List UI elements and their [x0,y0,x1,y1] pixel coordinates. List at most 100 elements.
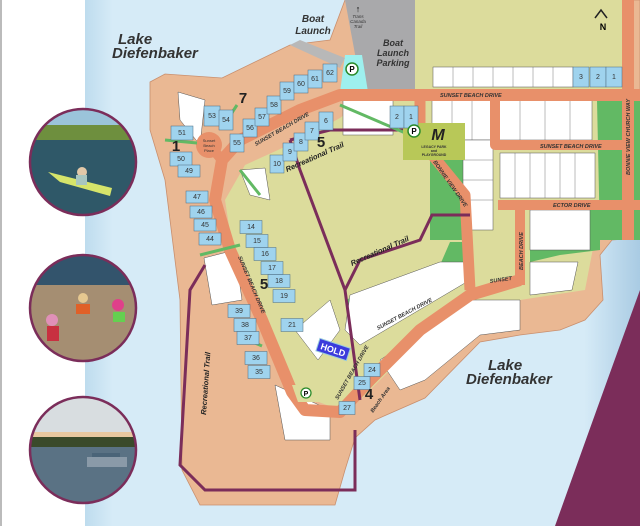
lot-44[interactable]: 44 [198,232,222,246]
lot-parcel[interactable] [307,69,323,89]
lot-parcel[interactable] [185,190,209,204]
lot-number: 49 [185,168,193,175]
lot-parcel[interactable] [236,331,260,345]
left-border [0,0,2,526]
lot-number: 3 [579,74,583,81]
lot-parcel[interactable] [242,118,258,138]
lot-8[interactable]: 8 [293,132,309,152]
lot-21[interactable]: 21 [280,318,304,332]
lot-35[interactable]: 35 [247,365,271,379]
lot-9[interactable]: 9 [282,142,298,162]
lot-59[interactable]: 59 [279,81,295,101]
lot-number: 61 [311,76,319,83]
lot-25[interactable]: 25 [353,376,371,390]
lot-parcel[interactable] [244,351,268,365]
lot-46[interactable]: 46 [189,205,213,219]
phase-number: 7 [239,90,247,107]
lot-parcel[interactable] [267,274,291,288]
lot-lines [451,67,576,201]
lot-15[interactable]: 15 [245,234,269,248]
lot-parcel[interactable] [254,107,270,127]
lot-39[interactable]: 39 [227,304,251,318]
lot-57[interactable]: 57 [254,107,270,127]
lot-number: 18 [275,278,283,285]
lot-number: 44 [206,236,214,243]
lot-2[interactable]: 2 [589,66,607,88]
lot-number: 60 [297,81,305,88]
lot-61[interactable]: 61 [307,69,323,89]
lot-parcel[interactable] [318,111,334,131]
lot-parcel[interactable] [227,304,251,318]
lot-19[interactable]: 19 [272,289,296,303]
lot-number: 54 [222,117,230,124]
lot-16[interactable]: 16 [253,247,277,261]
lot-6[interactable]: 6 [318,111,334,131]
lot-parcel[interactable] [193,218,217,232]
lot-parcel[interactable] [280,318,304,332]
lot-number: 14 [247,224,255,231]
lot-parcel[interactable] [229,133,245,153]
lot-number: 10 [273,161,281,168]
lot-49[interactable]: 49 [177,164,201,178]
lot-54[interactable]: 54 [218,109,234,131]
lot-number: 8 [299,139,303,146]
lot-number: 25 [358,380,366,387]
lot-7[interactable]: 7 [304,121,320,141]
parking-icon: P [292,385,322,402]
lot-10[interactable]: 10 [269,154,285,174]
boat-launch-ramp [290,40,345,68]
lot-parcel[interactable] [293,132,309,152]
lot-3[interactable]: 3 [572,66,590,88]
lot-parcel[interactable] [266,95,282,115]
lot-parcel[interactable] [177,164,201,178]
lot-1[interactable]: 1 [605,66,623,88]
lot-parcel[interactable] [170,125,194,141]
lot-45[interactable]: 45 [193,218,217,232]
lot-parcel[interactable] [338,401,356,415]
lot-parcel[interactable] [605,66,623,88]
lot-55[interactable]: 55 [229,133,245,153]
lot-parcel[interactable] [353,376,371,390]
lot-number: 55 [233,140,241,147]
lot-parcel[interactable] [218,109,234,131]
lot-58[interactable]: 58 [266,95,282,115]
lot-36[interactable]: 36 [244,351,268,365]
kids-on-beach-photo [28,253,138,363]
lot-number: 50 [177,156,185,163]
lot-parcel[interactable] [282,142,298,162]
lot-parcel[interactable] [572,66,590,88]
lot-number: 27 [343,405,351,412]
lot-62[interactable]: 62 [322,63,338,83]
lot-24[interactable]: 24 [363,363,381,377]
lot-37[interactable]: 37 [236,331,260,345]
lot-parcel[interactable] [253,247,277,261]
lot-56[interactable]: 56 [242,118,258,138]
lot-38[interactable]: 38 [233,318,257,332]
lot-parcel[interactable] [363,363,381,377]
lot-number: 46 [197,209,205,216]
ector-drive-label: ECTOR DRIVE [553,203,591,209]
lot-parcel[interactable] [247,365,271,379]
lot-parcel[interactable] [198,232,222,246]
lot-14[interactable]: 14 [239,220,263,234]
lot-27[interactable]: 27 [338,401,356,415]
lot-2[interactable]: 2 [389,105,405,129]
lot-parcel[interactable] [189,205,213,219]
lot-parcel[interactable] [304,121,320,141]
lot-60[interactable]: 60 [293,74,309,94]
lot-parcel[interactable] [322,63,338,83]
lot-parcel[interactable] [269,154,285,174]
lot-53[interactable]: 53 [203,105,221,127]
roads [201,0,640,418]
lot-47[interactable]: 47 [185,190,209,204]
lot-parcel[interactable] [272,289,296,303]
lot-number: 15 [253,238,261,245]
lot-parcel[interactable] [239,220,263,234]
sunset-beach-drive-road [209,89,640,418]
lot-18[interactable]: 18 [267,274,291,288]
lot-51[interactable]: 51 [170,125,194,141]
lot-17[interactable]: 17 [260,261,284,275]
